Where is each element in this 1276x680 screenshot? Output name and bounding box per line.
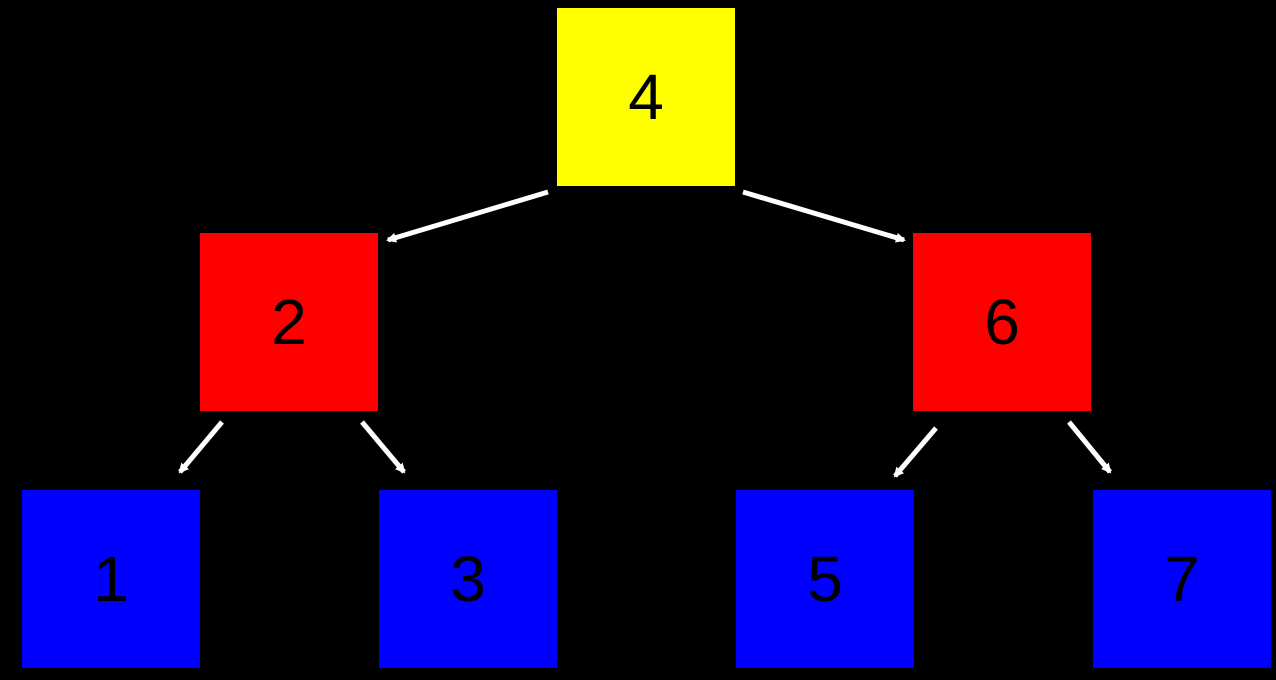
node-label: 1: [93, 543, 129, 615]
edge-2-to-1: [178, 420, 224, 474]
node-label: 5: [807, 543, 843, 615]
edge-6-to-5: [893, 426, 938, 478]
edge-4-to-6: [742, 189, 906, 243]
tree-node-right: 6: [913, 233, 1091, 411]
node-label: 2: [271, 286, 307, 358]
tree-node-right-left: 5: [736, 490, 914, 668]
tree-node-left: 2: [200, 233, 378, 411]
tree-node-right-right: 7: [1093, 490, 1271, 668]
tree-node-root: 4: [557, 8, 735, 186]
edge-2-to-3: [360, 420, 406, 474]
tree-node-left-left: 1: [22, 490, 200, 668]
node-label: 3: [450, 543, 486, 615]
node-label: 6: [984, 286, 1020, 358]
node-label: 7: [1164, 543, 1200, 615]
tree-node-left-right: 3: [379, 490, 557, 668]
edge-6-to-7: [1067, 420, 1112, 474]
node-label: 4: [628, 61, 664, 133]
edge-4-to-2: [386, 189, 549, 243]
